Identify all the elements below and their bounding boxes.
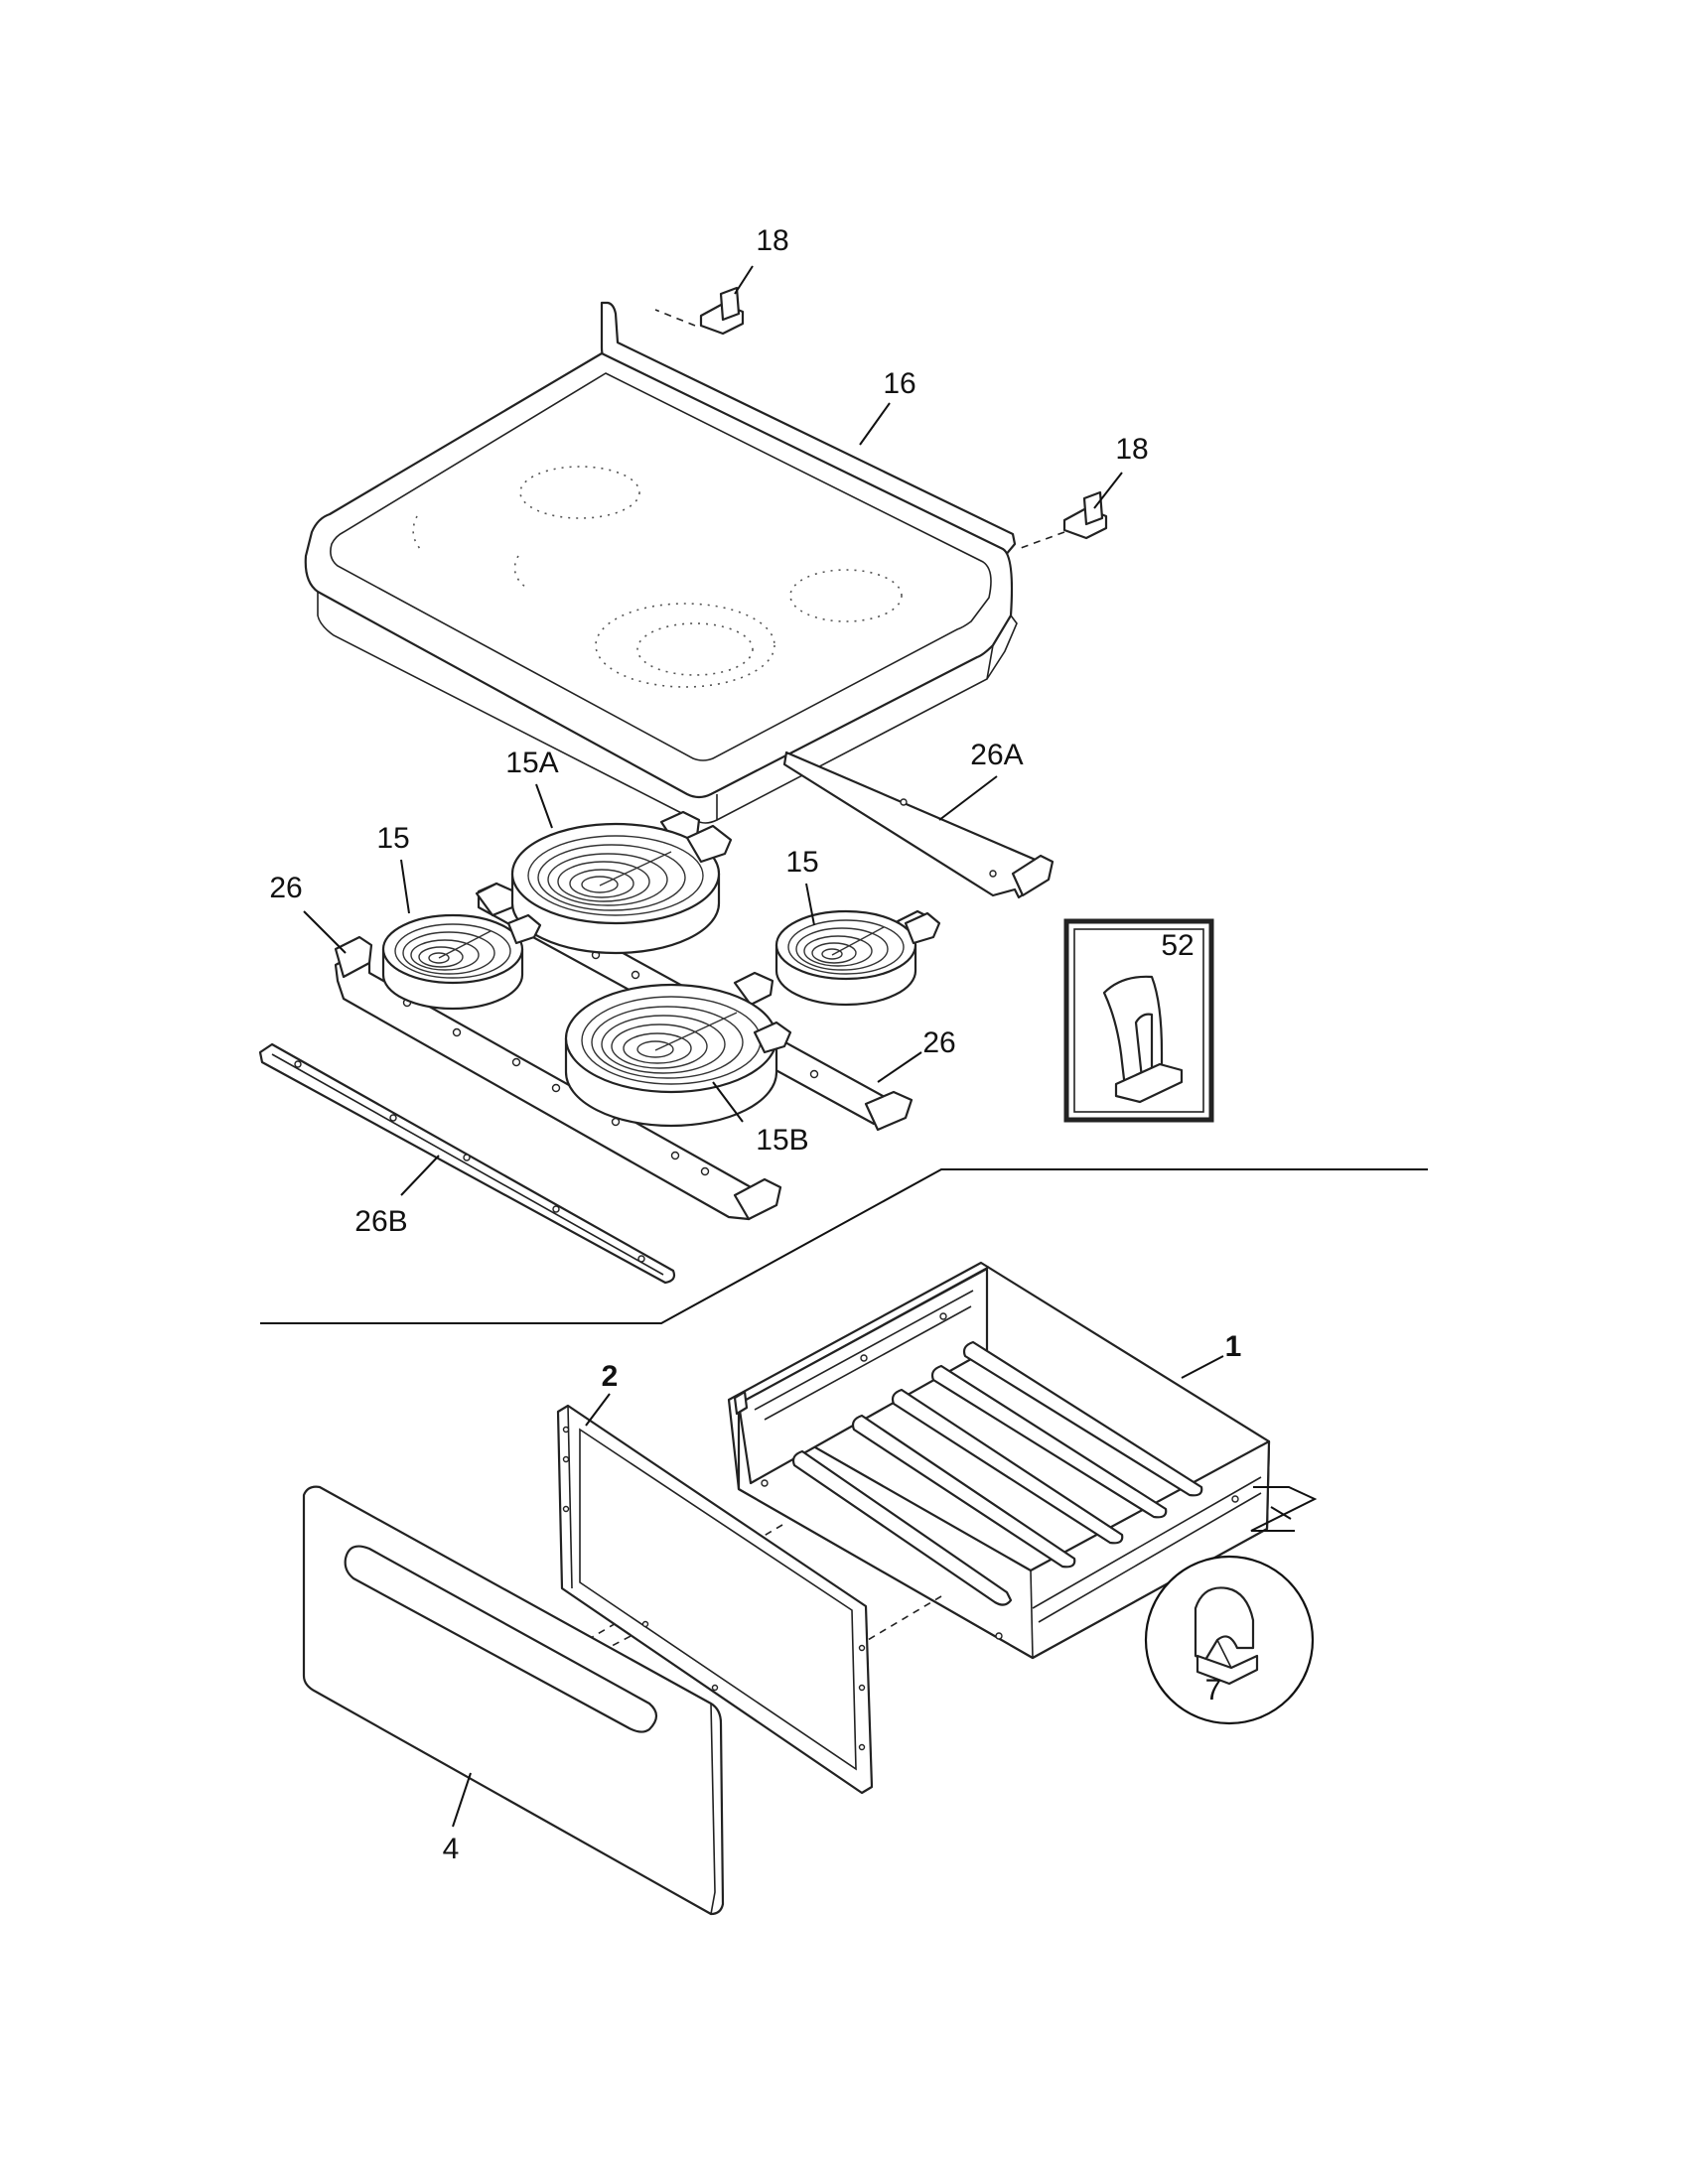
bracket-26-left bbox=[334, 935, 782, 1221]
leader-lines bbox=[303, 265, 1224, 1828]
label-26b: 26B bbox=[354, 1205, 407, 1238]
drawer-body bbox=[727, 1261, 1271, 1660]
label-26-left: 26 bbox=[269, 872, 302, 904]
label-15b: 15B bbox=[756, 1124, 808, 1157]
label-15-left: 15 bbox=[376, 822, 409, 855]
detail-callout-7 bbox=[1144, 1486, 1318, 1725]
burner-15-right bbox=[774, 909, 941, 1007]
clip-18-right bbox=[1020, 490, 1108, 549]
label-4: 4 bbox=[443, 1833, 460, 1865]
label-18-top: 18 bbox=[756, 224, 788, 257]
label-15-right: 15 bbox=[785, 846, 818, 879]
label-18-right: 18 bbox=[1115, 433, 1148, 466]
label-1: 1 bbox=[1225, 1330, 1242, 1363]
drawer-front-panel bbox=[302, 1485, 725, 1916]
label-26-right: 26 bbox=[922, 1026, 955, 1059]
burner-15-left bbox=[381, 913, 542, 1011]
section-divider bbox=[260, 1168, 1428, 1324]
drawer-liner bbox=[556, 1404, 874, 1795]
trim-26b bbox=[258, 1042, 676, 1285]
clip-18-top bbox=[654, 286, 745, 336]
bracket-26a bbox=[782, 751, 1055, 899]
label-2: 2 bbox=[602, 1360, 619, 1393]
dashed-leader-bottom bbox=[867, 1595, 942, 1641]
inset-part-52 bbox=[1063, 918, 1214, 1123]
label-16: 16 bbox=[883, 367, 915, 400]
label-52: 52 bbox=[1161, 929, 1194, 962]
label-26a: 26A bbox=[970, 739, 1023, 771]
burner-15a bbox=[510, 822, 733, 955]
label-7: 7 bbox=[1205, 1674, 1222, 1706]
label-15a: 15A bbox=[505, 747, 558, 779]
burner-15b bbox=[564, 983, 792, 1128]
